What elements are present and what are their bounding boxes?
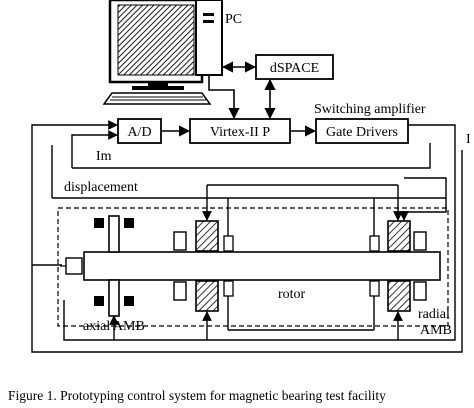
figure-caption: Figure 1. Prototyping control system for… — [8, 388, 386, 403]
radial-label: radial — [418, 307, 450, 322]
dspace-box: dSPACE — [255, 54, 334, 80]
right-sensor-top — [413, 231, 427, 251]
monitor-icon — [108, 0, 204, 90]
right-probe-top — [369, 235, 380, 252]
left-radial-amb — [195, 220, 219, 312]
displacement-label: displacement — [64, 180, 138, 195]
rotor-label: rotor — [278, 287, 306, 302]
keyboard-icon — [102, 92, 212, 105]
im-bus-line — [72, 143, 431, 169]
bearing-housing-outline — [57, 207, 449, 327]
left-sensor-bottom — [173, 281, 187, 301]
pc-virtex-link — [208, 75, 240, 120]
pc-label: PC — [225, 12, 242, 27]
left-probe-bottom — [223, 280, 234, 297]
amplifier-outer-return — [63, 124, 456, 341]
ad-label: A/D — [127, 125, 151, 140]
left-outer-feedback-line — [31, 120, 118, 266]
right-probe-bottom — [369, 280, 380, 297]
right-sensor-bottom — [413, 281, 427, 301]
amb-label: AMB — [420, 323, 452, 338]
clipped-label: I — [466, 132, 471, 147]
pc-computer: PC — [102, 0, 242, 105]
rotor-shaft — [60, 251, 441, 281]
dspace-label: dSPACE — [270, 61, 319, 76]
switching-amplifier-label: Switching amplifier — [314, 102, 426, 117]
tower-icon — [195, 0, 223, 76]
gate-drivers-label: Gate Drivers — [326, 125, 398, 140]
virtex-fpga-box: Virtex-II P — [189, 118, 291, 144]
im-label: Im — [96, 149, 112, 164]
left-probe-top — [223, 235, 234, 252]
gate-drivers-box: Gate Drivers — [315, 118, 409, 144]
im-current-feed — [71, 130, 118, 145]
far-left-return — [31, 150, 463, 353]
right-radial-amb — [387, 220, 411, 312]
left-sensor-top — [173, 231, 187, 251]
ad-converter-box: A/D — [117, 118, 162, 144]
virtex-label: Virtex-II P — [210, 125, 270, 140]
drive-line-right-top-outer — [399, 177, 447, 221]
